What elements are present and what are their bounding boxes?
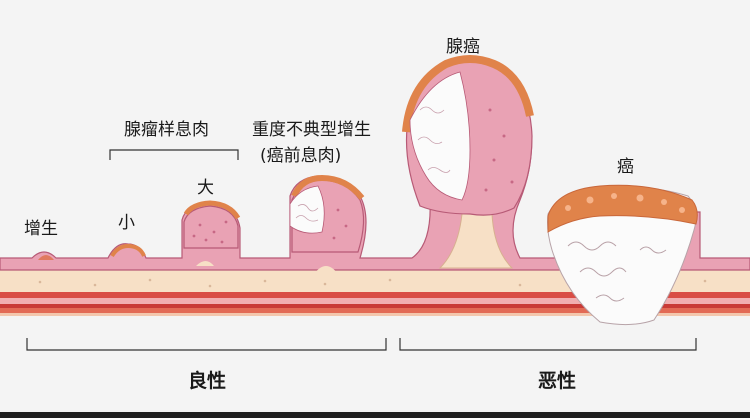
brackets	[26, 149, 697, 351]
label-malignant: 恶性	[538, 370, 577, 392]
label-benign: 良性	[188, 370, 227, 392]
label-carcinoma: 癌	[617, 157, 634, 177]
label-precancerous-polyp: (癌前息肉)	[260, 146, 342, 166]
large-adenoma	[183, 200, 241, 266]
benign-bracket	[26, 338, 387, 351]
label-large: 大	[197, 178, 214, 198]
serosa-layer	[0, 313, 750, 316]
muscle-layer-bottom	[0, 308, 750, 313]
muscle-layer-pink	[0, 298, 750, 304]
adenomatous-polyp-bracket	[109, 149, 239, 160]
submucosa-texture	[38, 278, 707, 288]
adenocarcinoma-polyp	[402, 55, 534, 216]
muscle-layer-mid	[0, 304, 750, 308]
label-adenomatous-polyp: 腺瘤样息肉	[124, 120, 209, 140]
carcinoma-mass	[547, 184, 698, 326]
small-adenoma-cap	[110, 243, 146, 258]
muscle-layer-top	[0, 292, 750, 298]
label-small: 小	[118, 213, 135, 233]
label-hyperplasia: 增生	[24, 219, 58, 239]
severe-dysplasia-polyp	[289, 174, 365, 274]
hyperplasia-bump	[38, 255, 54, 260]
label-adenocarcinoma: 腺癌	[446, 37, 480, 57]
malignant-bracket	[399, 338, 697, 351]
bottom-edge-bar	[0, 412, 750, 418]
label-severe-dysplasia: 重度不典型增生	[252, 120, 371, 140]
